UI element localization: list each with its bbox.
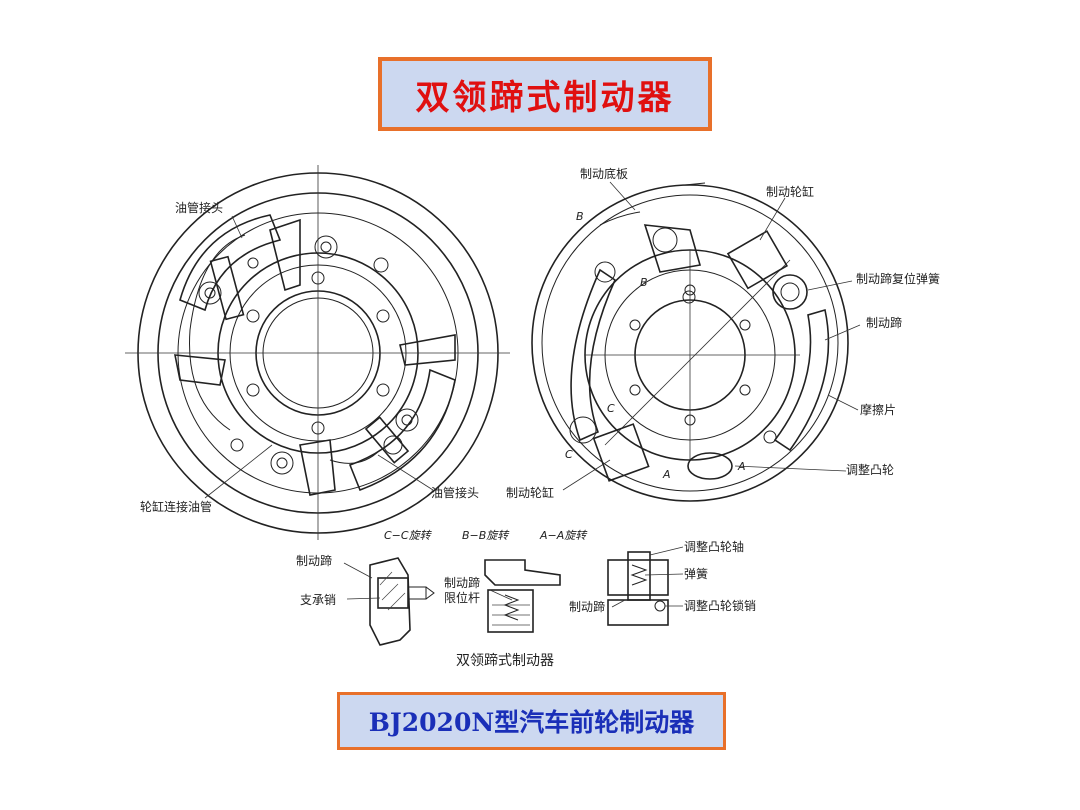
page-title: 双领蹄式制动器 (415, 77, 675, 118)
section-cc-label-support-pin: 支承销 (300, 593, 336, 607)
label-cylinder-connecting-pipe: 轮缸连接油管 (140, 499, 212, 514)
label-oil-pipe-joint-top: 油管接头 (175, 200, 223, 215)
title-box: 双领蹄式制动器 (378, 57, 712, 131)
section-aa-label-brake-shoe: 制动蹄 (569, 599, 605, 614)
label-adjusting-cam: 调整凸轮 (846, 462, 894, 477)
mark-a-right: A (737, 460, 746, 473)
label-friction-lining: 摩擦片 (860, 402, 896, 417)
section-aa-title: A−A旋转 (539, 529, 588, 542)
subtitle-box: BJ2020N型汽车前轮制动器 (337, 692, 726, 750)
label-brake-shoe-return-spring: 制动蹄复位弹簧 (856, 271, 940, 286)
mark-c-bottom: C (565, 448, 573, 461)
label-brake-wheel-cylinder-bottom: 制动轮缸 (506, 485, 554, 500)
label-brake-wheel-cylinder-top: 制动轮缸 (766, 184, 814, 199)
figure-caption: 双领蹄式制动器 (456, 652, 554, 669)
section-aa-label-spring: 弹簧 (684, 566, 708, 581)
section-aa-label-cam-lock-pin: 调整凸轮锁销 (684, 598, 756, 613)
section-cc-label-brake-shoe: 制动蹄 (296, 553, 332, 568)
mark-b: B (640, 276, 648, 289)
section-bb-title: B−B旋转 (462, 529, 510, 542)
left-brake-view (125, 165, 510, 540)
section-aa-drawing (607, 546, 684, 626)
label-brake-shoe: 制动蹄 (866, 315, 902, 330)
section-cc-title: C−C旋转 (384, 529, 433, 542)
label-oil-pipe-joint-bottom: 油管接头 (431, 485, 479, 500)
mark-c: C (607, 402, 615, 415)
page-subtitle: BJ2020N型汽车前轮制动器 (368, 708, 695, 737)
section-bb-label-limit-rod-line2: 限位杆 (444, 590, 480, 605)
section-bb-drawing (484, 559, 561, 633)
right-brake-view (531, 181, 861, 502)
section-bb-label-limit-rod-line1: 制动蹄 (444, 575, 480, 590)
section-aa-label-cam-shaft: 调整凸轮轴 (684, 539, 744, 554)
label-brake-backing-plate: 制动底板 (580, 166, 628, 181)
mark-b-top: B (576, 210, 584, 223)
mark-a: A (662, 468, 671, 481)
section-cc-drawing (343, 557, 435, 646)
